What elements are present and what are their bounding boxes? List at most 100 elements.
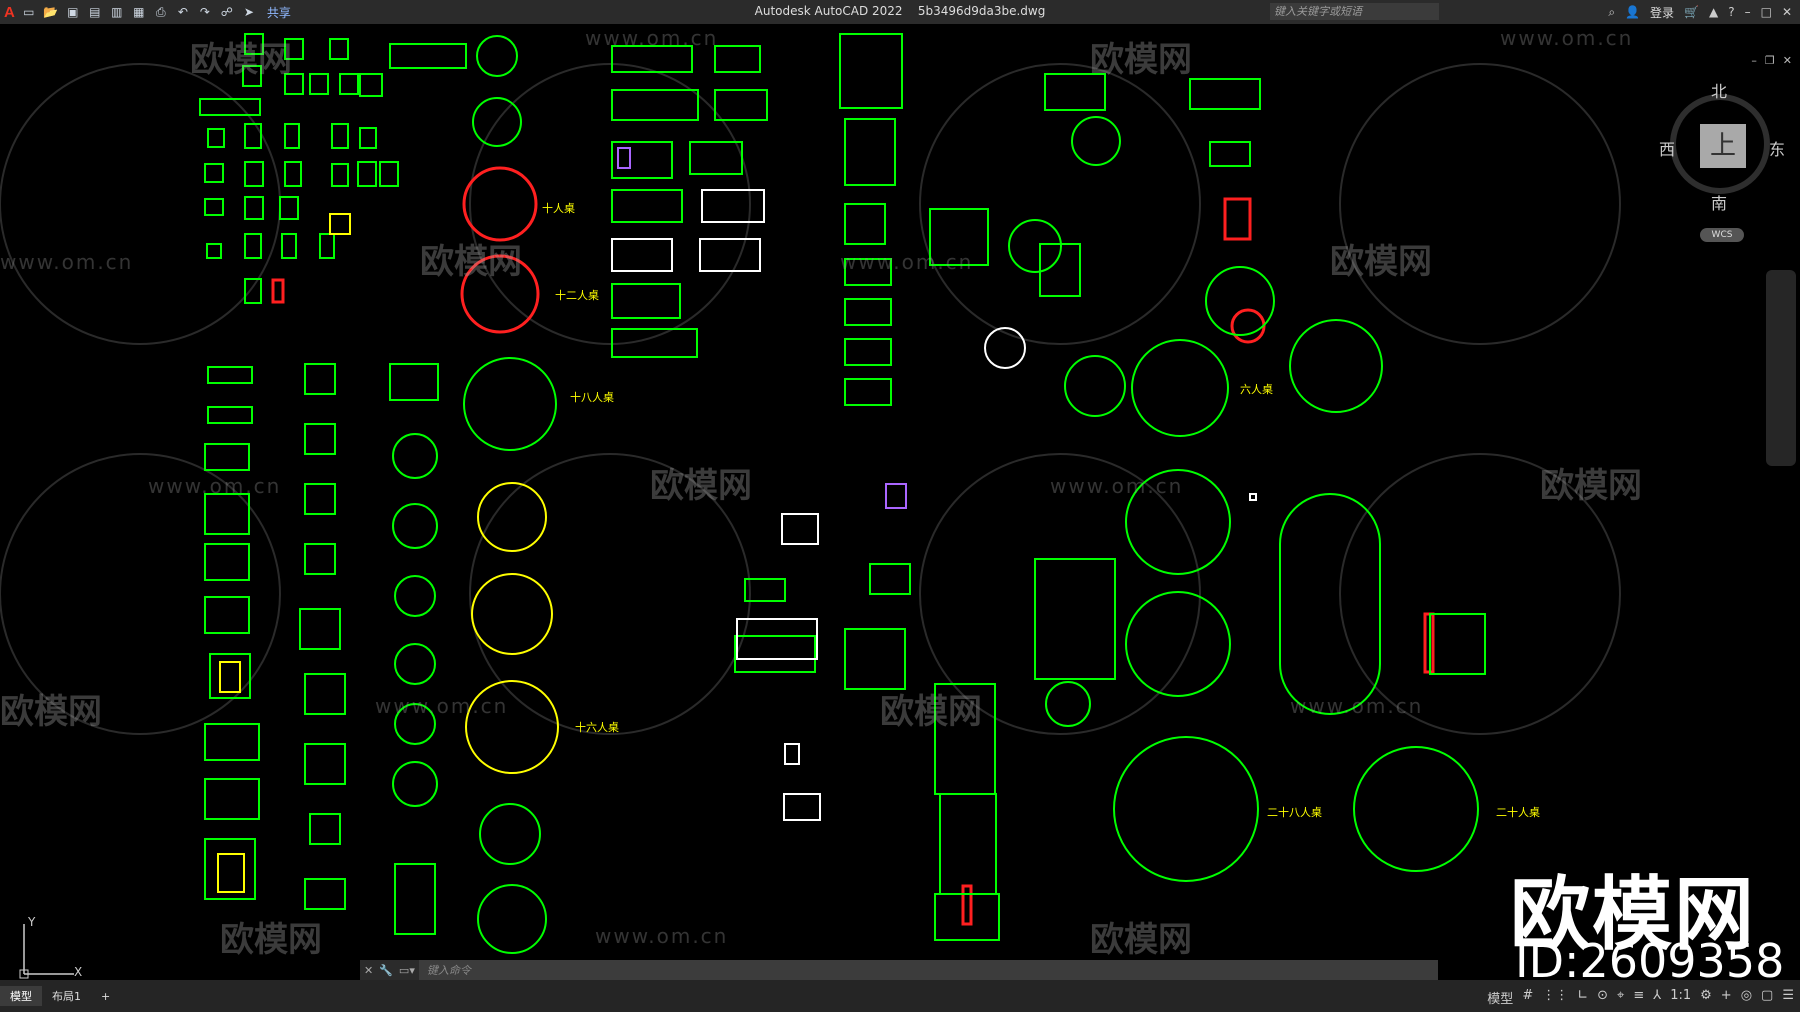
label-sixteen: 十六人桌: [575, 721, 619, 734]
viewcube-east[interactable]: 东: [1769, 140, 1786, 159]
viewcube[interactable]: 上 北 南 西 东: [1659, 82, 1785, 214]
viewport-window-controls: – ❐ ✕: [1751, 54, 1792, 67]
recent-commands-icon[interactable]: ▭▾: [398, 963, 415, 977]
viewcube-top-face[interactable]: 上: [1700, 124, 1746, 168]
status-tools: 模型 # ⋮⋮ ∟ ⊙ ⌖ ≡ ⅄ 1:1 ⚙ + ◎ ▢ ☰: [1487, 988, 1794, 1007]
watermark-brand: 欧模网: [420, 242, 522, 282]
new-icon[interactable]: ▭: [23, 5, 35, 19]
viewport-close-icon[interactable]: ✕: [1782, 54, 1792, 67]
lineweight-icon[interactable]: ≡: [1633, 988, 1645, 1003]
label-twentyeight: 二十八人桌: [1267, 806, 1322, 819]
watermark-site: www.om.cn: [375, 694, 509, 718]
command-line-controls: ✕ 🔧 ▭▾: [360, 960, 419, 980]
white-items: [611, 189, 1257, 821]
dining-sets-column: [611, 33, 1486, 941]
osnap-icon[interactable]: ⌖: [1617, 988, 1625, 1003]
yellow-items: [217, 213, 559, 893]
isolate-icon[interactable]: ◎: [1740, 988, 1753, 1003]
watermark-site: www.om.cn: [148, 474, 282, 498]
saveas-icon[interactable]: ▤: [89, 5, 101, 19]
login-button[interactable]: 登录: [1650, 5, 1675, 20]
tab-add[interactable]: +: [101, 989, 111, 1003]
watermark-brand: 欧模网: [880, 692, 982, 732]
viewcube-ring[interactable]: [1670, 94, 1770, 194]
close-icon[interactable]: ✕: [1781, 5, 1792, 19]
gear-icon[interactable]: ⚙: [1700, 988, 1712, 1003]
label-ten: 十人桌: [542, 202, 575, 215]
viewcube-west[interactable]: 西: [1659, 140, 1676, 159]
plus-icon[interactable]: +: [1720, 988, 1732, 1003]
save-icon[interactable]: ▣: [67, 5, 79, 19]
help-icon[interactable]: ?: [1728, 5, 1735, 19]
title-bar: A ▭ 📂 ▣ ▤ ▥ ▦ ⎙ ↶ ↷ ☍ ➤ 共享 Autodesk Auto…: [0, 0, 1800, 24]
watermark-site: www.om.cn: [585, 26, 719, 50]
undo-icon[interactable]: ↶: [177, 5, 188, 19]
customize-icon[interactable]: 🔧: [379, 963, 393, 977]
annotation-icon[interactable]: ⅄: [1653, 988, 1662, 1003]
watermark-site: www.om.cn: [840, 250, 974, 274]
polar-icon[interactable]: ⊙: [1597, 988, 1609, 1003]
watermark-circles: [0, 63, 1621, 735]
watermark-brand: 欧模网: [0, 692, 102, 732]
quick-access-toolbar: A ▭ 📂 ▣ ▤ ▥ ▦ ⎙ ↶ ↷ ☍ ➤ 共享: [0, 4, 291, 21]
wcs-menu[interactable]: WCS: [1700, 228, 1744, 242]
menu-icon[interactable]: ☰: [1782, 988, 1794, 1003]
small-tables-column: [299, 35, 557, 954]
watermark-brand: 欧模网: [1090, 920, 1192, 960]
command-line[interactable]: ✕ 🔧 ▭▾ 键入命令: [360, 960, 1438, 980]
cad-drawing: [0, 33, 1621, 954]
watermark-site: www.om.cn: [1290, 694, 1424, 718]
annotation-scale[interactable]: 1:1: [1670, 988, 1692, 1003]
app-name: Autodesk AutoCAD 2022: [754, 4, 903, 18]
maximize-icon[interactable]: □: [1760, 5, 1772, 19]
watermark-site: www.om.cn: [0, 250, 134, 274]
print-icon[interactable]: ⎙: [156, 4, 166, 19]
watermark-id: ID:2609358: [1515, 934, 1785, 988]
workspace-icon[interactable]: ☍: [220, 5, 233, 19]
minimize-icon[interactable]: –: [1744, 5, 1751, 19]
svg-text:X: X: [74, 965, 82, 979]
tab-layout1[interactable]: 布局1: [52, 990, 81, 1003]
snap-icon[interactable]: ⋮⋮: [1542, 988, 1569, 1003]
model-space-button[interactable]: 模型: [1487, 992, 1514, 1007]
close-icon[interactable]: ✕: [364, 963, 374, 977]
label-twelve: 十二人桌: [555, 289, 599, 302]
viewcube-south[interactable]: 南: [1711, 194, 1728, 213]
label-eighteen: 十八人桌: [570, 391, 614, 404]
app-logo[interactable]: A: [4, 3, 15, 21]
share-button[interactable]: 共享: [266, 5, 291, 20]
watermark-site: www.om.cn: [1500, 26, 1634, 50]
publish-icon[interactable]: ▥: [111, 5, 123, 19]
open-icon[interactable]: 📂: [43, 5, 59, 19]
fullscreen-icon[interactable]: ▢: [1761, 988, 1774, 1003]
purple-items: [617, 147, 907, 509]
viewport-restore-icon[interactable]: ❐: [1764, 54, 1775, 67]
user-icon[interactable]: 👤: [1625, 5, 1641, 19]
share-icon[interactable]: ➤: [243, 5, 254, 19]
search-icon[interactable]: ⌕: [1608, 4, 1616, 19]
plot-icon[interactable]: ▦: [133, 5, 145, 19]
file-name: 5b3496d9da3be.dwg: [917, 4, 1046, 18]
autodesk-app-icon[interactable]: ▲: [1708, 5, 1719, 19]
svg-text:Y: Y: [27, 915, 36, 929]
command-input[interactable]: 键入命令: [426, 964, 471, 977]
tab-model[interactable]: 模型: [0, 986, 42, 1006]
cart-icon[interactable]: 🛒: [1684, 5, 1699, 19]
watermark-brand: 欧模网: [220, 920, 322, 960]
drawing-canvas[interactable]: 十人桌 十二人桌 十八人桌 十六人桌 六人桌 二十八人桌 二十人桌 欧模网 欧模…: [0, 24, 1800, 988]
ucs-icon: Y X: [19, 915, 82, 979]
viewport-minimize-icon[interactable]: –: [1751, 54, 1757, 67]
redo-icon[interactable]: ↷: [199, 5, 210, 19]
watermark-brand: 欧模网: [1090, 40, 1192, 80]
navigation-bar[interactable]: [1766, 270, 1796, 466]
search-input[interactable]: 键入关键字或短语: [1270, 3, 1439, 20]
ortho-icon[interactable]: ∟: [1577, 988, 1589, 1003]
label-six: 六人桌: [1240, 383, 1273, 396]
chairs-column: [199, 33, 467, 900]
watermark-site: www.om.cn: [595, 924, 729, 948]
status-bar: 模型 布局1 + 模型 # ⋮⋮ ∟ ⊙ ⌖ ≡ ⅄ 1:1 ⚙ + ◎ ▢ ☰: [0, 980, 1800, 1012]
watermark-big-brand: 欧模网: [1510, 868, 1756, 961]
grid-icon[interactable]: #: [1522, 988, 1534, 1003]
viewcube-north[interactable]: 北: [1711, 82, 1728, 101]
watermark-site: www.om.cn: [1050, 474, 1184, 498]
